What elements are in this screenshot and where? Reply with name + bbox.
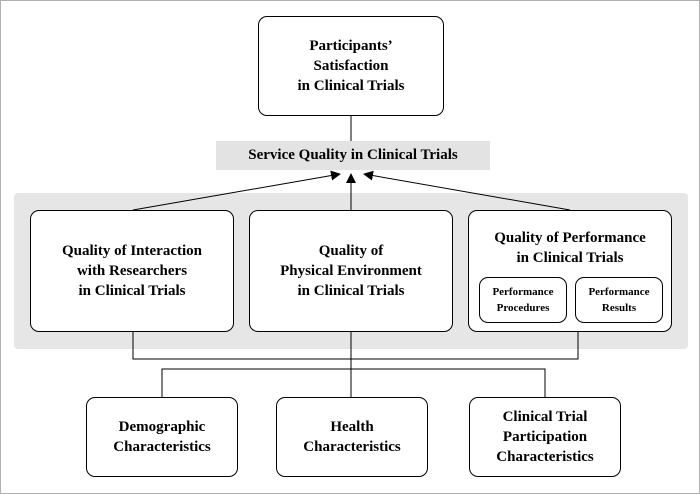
procedures-line-2: Procedures	[496, 302, 550, 314]
performance-line-1: Quality of Performance	[494, 230, 646, 246]
physical-line-3: in Clinical Trials	[297, 283, 405, 299]
interaction-line-2: with Researchers	[76, 263, 188, 279]
health-box: Health Characteristics	[276, 397, 428, 477]
demographic-box: Demographic Characteristics	[86, 397, 238, 477]
physical-line-1: Quality of	[318, 243, 384, 259]
demographic-line-2: Characteristics	[113, 439, 211, 455]
health-line-2: Characteristics	[303, 439, 401, 455]
physical-environment-box: Quality of Physical Environment in Clini…	[249, 210, 453, 332]
participation-line-1: Clinical Trial	[502, 409, 588, 425]
interaction-arrow	[132, 170, 341, 211]
performance-title: Quality of Performance in Clinical Trial…	[469, 228, 671, 268]
characteristics-bracket	[161, 368, 546, 397]
satisfaction-line-3: in Clinical Trials	[297, 78, 405, 94]
physical-line-2: Physical Environment	[280, 263, 422, 279]
interaction-line-3: in Clinical Trials	[78, 283, 186, 299]
service-quality-label: Service Quality in Clinical Trials	[216, 141, 490, 170]
performance-procedures-box: Performance Procedures	[479, 277, 567, 323]
performance-box: Quality of Performance in Clinical Trial…	[468, 210, 672, 332]
health-line-1: Health	[330, 419, 374, 435]
participation-line-3: Characteristics	[496, 449, 594, 465]
satisfaction-box: Participants’ Satisfaction in Clinical T…	[258, 16, 444, 116]
interaction-line-1: Quality of Interaction	[62, 243, 202, 259]
interaction-box: Quality of Interaction with Researchers …	[30, 210, 234, 332]
results-line-2: Results	[601, 302, 637, 314]
procedures-line-1: Performance	[492, 286, 554, 298]
performance-line-2: in Clinical Trials	[516, 250, 624, 266]
participation-box: Clinical Trial Participation Characteris…	[469, 397, 621, 477]
results-line-1: Performance	[588, 286, 650, 298]
satisfaction-line-2: Satisfaction	[313, 58, 389, 74]
satisfaction-line-1: Participants’	[309, 38, 393, 54]
dimension-bracket	[132, 332, 579, 360]
performance-results-box: Performance Results	[575, 277, 663, 323]
participation-line-2: Participation	[502, 429, 588, 445]
demographic-line-1: Demographic	[118, 419, 206, 435]
performance-arrow	[363, 170, 571, 211]
